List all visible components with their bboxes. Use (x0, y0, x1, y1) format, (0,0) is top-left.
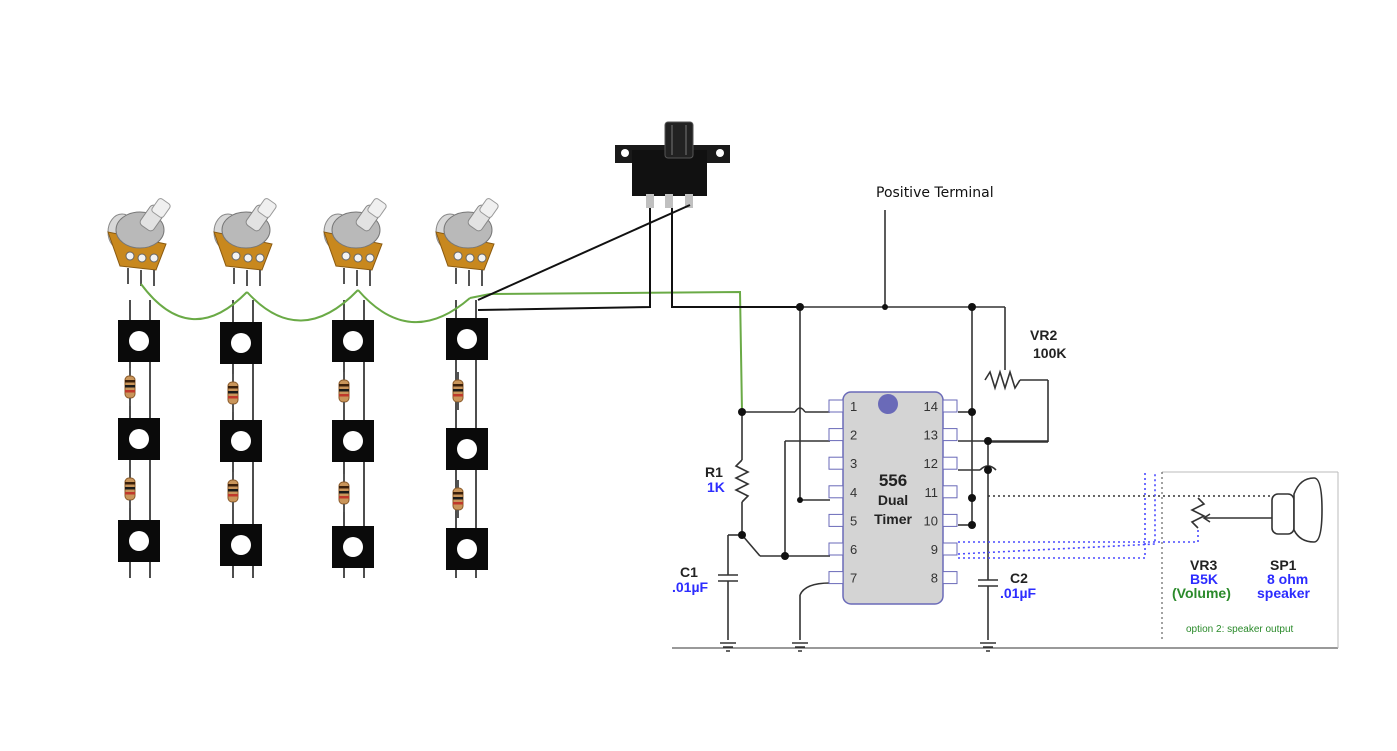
ic-pin-13 (942, 428, 958, 442)
ic-pin-label-10: 10 (924, 513, 938, 528)
ic-pin-7 (828, 571, 844, 585)
ic-pins-left: 1 2 3 4 5 6 7 (828, 399, 857, 586)
push-button-4c[interactable] (446, 528, 488, 570)
ic-pin-3 (828, 456, 844, 470)
potentiometer-2[interactable] (213, 196, 279, 287)
c1-label: C1 (680, 564, 698, 580)
ic-pin-label-12: 12 (924, 456, 938, 471)
vr3-label: VR3 (1190, 557, 1217, 573)
potentiometer-1[interactable] (107, 196, 173, 287)
ic-pin-12 (942, 456, 958, 470)
push-button-1a[interactable] (118, 320, 160, 362)
schematic (672, 210, 1339, 649)
speaker-output-wires (957, 472, 1272, 559)
push-button-2a[interactable] (220, 322, 262, 364)
ic-pin-label-14: 14 (924, 399, 938, 414)
resistor-4b (452, 479, 464, 519)
ic-pin-14 (942, 399, 958, 413)
ic-pin-10 (942, 513, 958, 527)
ic-subtitle-2: Timer (874, 511, 912, 527)
ic-pin-label-2: 2 (850, 428, 857, 443)
push-button-2c[interactable] (220, 524, 262, 566)
ic-pin-label-11: 11 (925, 485, 939, 500)
ic-pin-label-9: 9 (931, 542, 938, 557)
ic-pin-label-3: 3 (850, 456, 857, 471)
ground-symbol-c1 (719, 642, 737, 652)
r1-value: 1K (707, 479, 725, 495)
sp1-value-1: 8 ohm (1267, 571, 1308, 587)
slide-switch[interactable] (615, 121, 730, 208)
potentiometer-4[interactable] (435, 196, 501, 287)
resistor-4a (452, 371, 464, 411)
resistor-1b (124, 469, 136, 509)
ic-pin-label-1: 1 (850, 399, 857, 414)
push-button-2b[interactable] (220, 420, 262, 462)
ic-pin-label-8: 8 (931, 571, 938, 586)
ic-pins-right: 14 13 12 11 10 9 8 (924, 399, 958, 586)
potentiometer-3[interactable] (323, 196, 389, 287)
junction-dots (738, 303, 992, 560)
ic-pin-label-13: 13 (924, 428, 938, 443)
ic-pin-8 (942, 571, 958, 585)
resistor-3b (338, 473, 350, 513)
ic-pin-label-5: 5 (850, 513, 857, 528)
ground-symbol-c2 (979, 642, 997, 652)
push-button-3c[interactable] (332, 526, 374, 568)
r1-label: R1 (705, 464, 723, 480)
vr2-value: 100K (1033, 345, 1066, 361)
push-button-4a[interactable] (446, 318, 488, 360)
push-button-1c[interactable] (118, 520, 160, 562)
ic-pin-11 (942, 485, 958, 499)
ic-pin-label-6: 6 (850, 542, 857, 557)
push-button-3a[interactable] (332, 320, 374, 362)
speaker-icon (1271, 477, 1323, 543)
push-button-4b[interactable] (446, 428, 488, 470)
ic-pin-4 (828, 485, 844, 499)
resistor-3a (338, 371, 350, 411)
ic-title: 556 (879, 471, 907, 490)
c2-value: .01µF (1000, 585, 1037, 601)
option-note: option 2: speaker output (1186, 624, 1294, 635)
ic-pin-5 (828, 513, 844, 527)
vr3-value: B5K (1190, 571, 1218, 587)
push-button-3b[interactable] (332, 420, 374, 462)
ic-pin-label-7: 7 (850, 571, 857, 586)
resistor-2b (227, 471, 239, 511)
sp1-value-2: speaker (1257, 585, 1310, 601)
key-columns (107, 196, 501, 578)
positive-terminal-label: Positive Terminal (876, 185, 994, 201)
ic-pin-1 (828, 399, 844, 413)
ground-symbol-pin7 (791, 642, 809, 652)
ic-pin-9 (942, 542, 958, 556)
c1-value: .01µF (672, 579, 709, 595)
ic-pin-2 (828, 428, 844, 442)
push-button-1b[interactable] (118, 418, 160, 460)
switch-wires (477, 204, 800, 311)
c2-label: C2 (1010, 570, 1028, 586)
ic-pin-6 (828, 542, 844, 556)
green-jumper-wires (140, 283, 743, 413)
resistor-1a (124, 367, 136, 407)
resistor-2a (227, 373, 239, 413)
sp1-label: SP1 (1270, 557, 1297, 573)
vr3-note: (Volume) (1172, 585, 1231, 601)
vr2-label: VR2 (1030, 327, 1057, 343)
ic-pin-label-4: 4 (850, 485, 857, 500)
ic-subtitle: Dual (878, 492, 908, 508)
